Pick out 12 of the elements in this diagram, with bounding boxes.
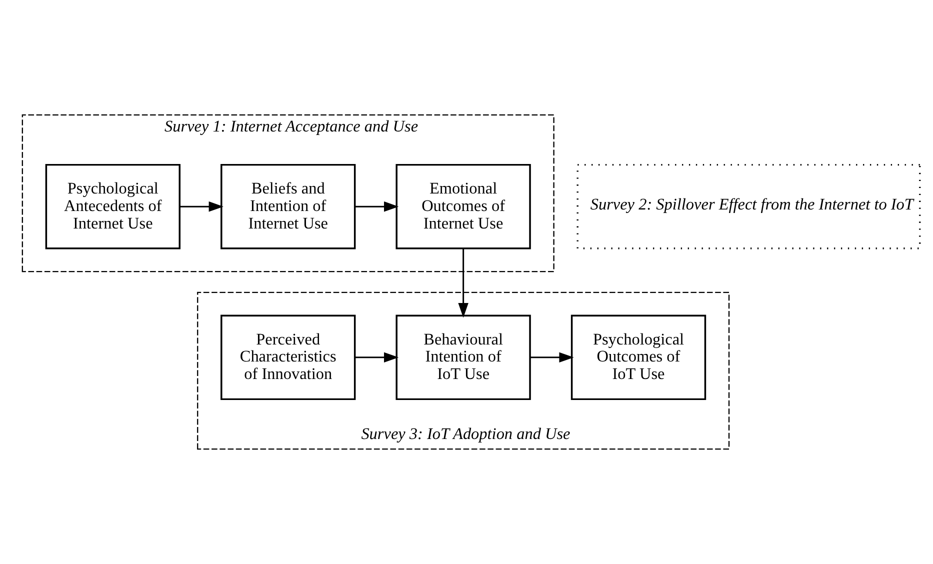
arrow	[180, 201, 224, 212]
node-box: Beliefs and Intention of Internet Use	[220, 164, 356, 250]
node-box: Perceived Characteristics of Innovation	[220, 314, 356, 400]
node-box: Psychological Antecedents of Internet Use	[45, 164, 180, 250]
arrow	[354, 352, 399, 363]
node-box: Emotional Outcomes of Internet Use	[396, 164, 531, 250]
node-box: Survey 2: Spillover Effect from the Internet to IoT	[576, 164, 921, 250]
node-box: Behavioural Intention of IoT Use	[396, 314, 531, 400]
arrow	[458, 248, 468, 318]
arrow	[530, 352, 574, 363]
arrow	[354, 201, 399, 212]
node-box: Psychological Outcomes of IoT Use	[570, 314, 706, 400]
